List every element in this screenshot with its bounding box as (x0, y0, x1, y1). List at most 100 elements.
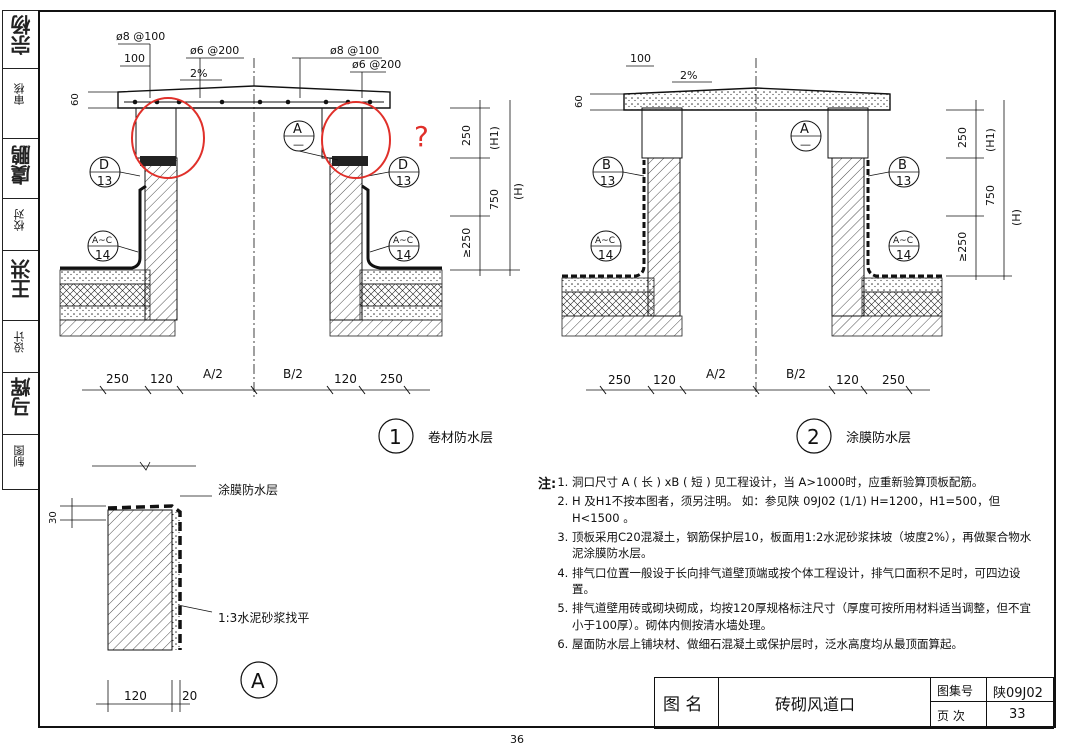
d1-bottom-dim: 250 (106, 372, 129, 386)
approval-cell-design-label: 设计 (3, 321, 39, 373)
d2-dim-60: 60 (574, 95, 585, 108)
d2-dim-250: 250 (956, 127, 969, 148)
d2-caption: 涂膜防水层 (846, 430, 911, 446)
d2-bottom-dim: B/2 (786, 367, 806, 381)
svg-text:—: — (293, 138, 304, 151)
detail-2-section: 100 2% 60 A — B 13 B (561, 52, 1023, 454)
d1-pier-left (135, 105, 177, 159)
title-block-page: 33 (1009, 707, 1026, 722)
d1-base-left (59, 305, 151, 321)
d1-membrane-right (361, 184, 442, 270)
note-item: 排气道壁用砖或砌块砌成，均按120厚规格标注尺寸（厚度可按所用材料适当调整，但不… (572, 600, 1038, 633)
d1-dim-H1: (H1) (488, 126, 501, 150)
d1-insulation-right (359, 283, 443, 307)
d1-bar-right: ø6 @200 (352, 58, 401, 71)
d2-coating-right (866, 160, 942, 278)
d1-flashing-left (140, 156, 176, 166)
title-block-atlas: 陕09J02 (987, 678, 1053, 702)
svg-text:A~C: A~C (893, 236, 913, 246)
d1-marker-AC-right: A~C 14 (369, 230, 420, 262)
detail-a-dim-30: 30 (48, 511, 59, 524)
d1-bar-top-left: ø8 @100 (116, 30, 165, 43)
d2-coating-left (562, 160, 646, 278)
d2-dim-750: 750 (984, 185, 997, 206)
d2-marker-AC-right: A~C 14 (888, 230, 920, 262)
svg-text:B: B (898, 158, 907, 173)
notes-heading: 注: (538, 477, 557, 492)
d1-slab-left (59, 319, 176, 337)
approval-cell-approve-label: 审核 (3, 69, 39, 139)
d1-marker-D-left: D 13 (89, 156, 141, 188)
d1-dim-ge250: ≥250 (460, 228, 473, 258)
svg-text:14: 14 (896, 248, 911, 262)
d1-dim-250: 250 (460, 125, 473, 146)
d2-wall-left (647, 157, 681, 317)
detail-a-label-mortar: 1:3水泥砂浆找平 (218, 610, 309, 625)
svg-text:14: 14 (95, 248, 110, 262)
detail-a-label-coating: 涂膜防水层 (218, 482, 278, 497)
note-item: 洞口尺寸 A ( 长 ) xB ( 短 ) 见工程设计，当 A>1000时，应重… (572, 474, 1038, 490)
page-number: 36 (510, 733, 524, 746)
d1-bottom-dim: B/2 (283, 367, 303, 381)
svg-text:14: 14 (396, 248, 411, 262)
svg-text:—: — (800, 138, 811, 151)
d1-slab-right (329, 319, 443, 337)
svg-text:13: 13 (896, 174, 911, 188)
d1-dim-H: (H) (512, 183, 525, 200)
d1-caption: 卷材防水层 (428, 430, 493, 446)
detail-a-letter: A (251, 669, 265, 693)
d1-pier-right (321, 105, 363, 159)
svg-text:A: A (800, 122, 809, 137)
d1-annotation-question: ? (414, 120, 429, 153)
d1-bar-top-mid: ø6 @200 (190, 44, 239, 57)
d1-marker-A: A — (283, 120, 339, 161)
d1-screed-left (59, 269, 151, 285)
d2-dim-H1: (H1) (984, 128, 997, 152)
d1-dim-60: 60 (70, 93, 81, 106)
svg-text:A~C: A~C (92, 236, 112, 246)
note-item: 排气口位置一般设于长向排气道壁顶端或按个体工程设计，排气口面积不足时，可四边设置… (572, 565, 1038, 598)
d1-insulation-left (59, 283, 151, 307)
svg-text:13: 13 (396, 174, 411, 188)
d2-dim-ge250: ≥250 (956, 232, 969, 262)
detail-a-dim-120: 120 (124, 689, 147, 703)
d2-bottom-dim: 250 (608, 373, 631, 387)
d2-marker-B-right: B 13 (867, 156, 920, 188)
drawing-frame (38, 10, 1056, 728)
d1-wall-left (144, 157, 178, 321)
d1-bottom-dim: 120 (150, 372, 173, 386)
d2-cap-slab (623, 87, 891, 111)
svg-text:A: A (293, 122, 302, 137)
d1-annotation-circle-right (321, 101, 391, 179)
d1-annotation-circle-left (131, 97, 205, 179)
title-block-atlas-label: 图集号 (931, 678, 987, 702)
detail-1-section: ø8 @100 ø6 @200 ø8 @100 ø6 @200 100 2% 6… (59, 30, 525, 454)
d2-marker-AC-left: A~C 14 (590, 230, 622, 262)
svg-text:13: 13 (600, 174, 615, 188)
svg-text:D: D (398, 158, 408, 173)
d2-bottom-dim: 250 (882, 373, 905, 387)
svg-text:13: 13 (97, 174, 112, 188)
notes-block: 注: 洞口尺寸 A ( 长 ) xB ( 短 ) 见工程设计，当 A>1000时… (538, 474, 1038, 655)
approval-cell-sig3: 王洪 (3, 251, 39, 321)
d1-marker-AC-left: A~C 14 (87, 230, 139, 262)
d1-flashing-right (332, 156, 368, 166)
title-block: 图 名 砖砌风道口 图集号 陕09J02 页 次 33 (654, 677, 1054, 729)
d2-slope: 2% (680, 69, 697, 82)
detail-A-section: 涂膜防水层 1:3水泥砂浆找平 30 120 20 A (48, 461, 309, 712)
d2-number: 2 (807, 425, 820, 449)
approval-cell-check-label: 校对 (3, 199, 39, 251)
d1-bottom-dim: 250 (380, 372, 403, 386)
d2-bottom-dim: 120 (836, 373, 859, 387)
d1-bar-top-right: ø8 @100 (330, 44, 379, 57)
d1-number: 1 (389, 425, 402, 449)
svg-text:D: D (99, 158, 109, 173)
title-block-title: 砖砌风道口 (719, 678, 931, 727)
d1-screed-right (359, 269, 443, 285)
d2-bottom-dim: A/2 (706, 367, 726, 381)
svg-text:14: 14 (598, 248, 613, 262)
note-item: 屋面防水层上铺块材、做细石混凝土或保护层时，泛水高度均从最顶面算起。 (572, 636, 1038, 652)
title-block-page-label: 页 次 (931, 702, 987, 727)
